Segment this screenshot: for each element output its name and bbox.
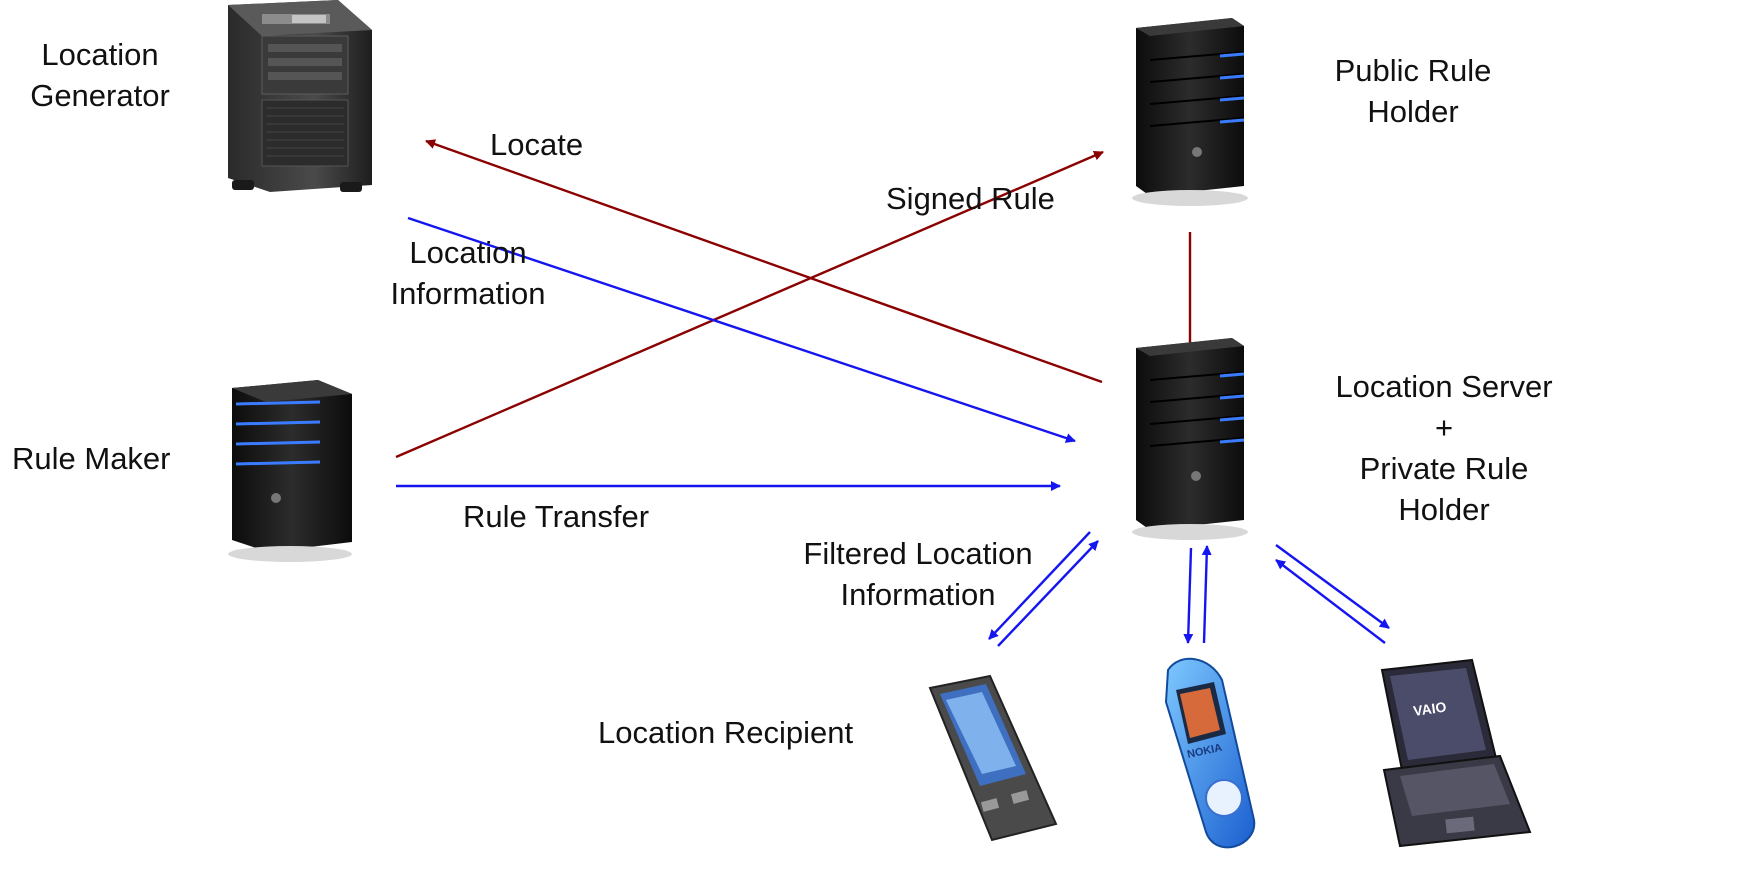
pda-icon xyxy=(928,674,1058,842)
laptop-icon: VAIO xyxy=(1380,658,1532,848)
mobile-phone-icon: NOKIA xyxy=(1164,657,1256,849)
edge-location-information-arrow xyxy=(407,216,1076,443)
edge-label-location-information: Location Information xyxy=(390,235,546,311)
server-icon xyxy=(1132,18,1248,206)
node-label-location-generator: Location Generator xyxy=(30,37,170,113)
edge-phone-bidirectional-arrows xyxy=(1183,545,1212,644)
laptop-brand-label: VAIO xyxy=(1412,698,1447,718)
server-icon xyxy=(1132,338,1248,540)
edge-label-locate: Locate xyxy=(490,127,584,162)
edge-signed-rule-arrow xyxy=(395,150,1104,459)
edge-pda-bidirectional-arrows xyxy=(988,531,1099,647)
node-label-rule-maker: Rule Maker xyxy=(12,441,171,476)
edge-locate-arrow xyxy=(425,139,1103,384)
edge-laptop-bidirectional-arrows xyxy=(1275,544,1390,644)
edge-label-rule-transfer: Rule Transfer xyxy=(463,499,650,534)
edge-label-filtered-location-information: Filtered Location Information xyxy=(803,536,1033,612)
server-icon xyxy=(228,380,352,562)
node-label-location-recipient: Location Recipient xyxy=(598,715,854,750)
node-label-public-rule-holder: Public Rule Holder xyxy=(1334,53,1492,129)
tower-server-icon xyxy=(228,0,372,192)
edge-label-signed-rule: Signed Rule xyxy=(886,181,1055,216)
node-label-location-server: Location Server + Private Rule Holder xyxy=(1335,369,1553,527)
